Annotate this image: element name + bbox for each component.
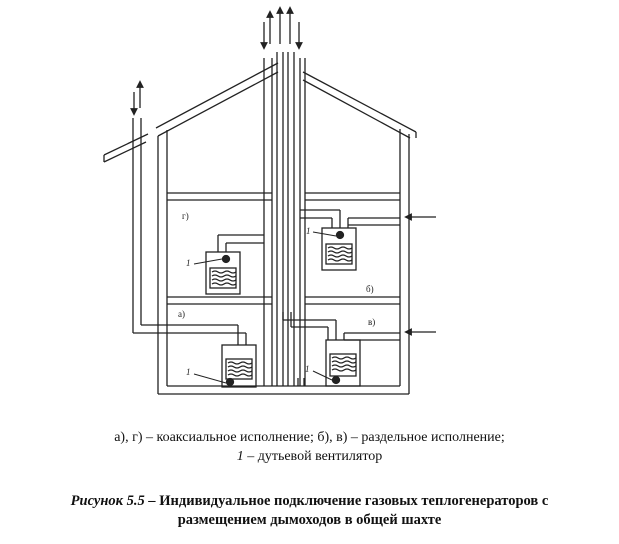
legend-fan-text: – дутьевой вентилятор <box>243 449 383 464</box>
caption-line-1: Рисунок 5.5 – Индивидуальное подключение… <box>0 492 619 511</box>
floor-slabs <box>167 192 400 305</box>
label-a: а) <box>178 309 185 319</box>
label-g: г) <box>182 211 189 221</box>
boiler-a <box>221 344 257 388</box>
caption-lead: Рисунок 5.5 – <box>70 493 156 509</box>
caption-text-1: Индивидуальное подключение газовых тепло… <box>155 493 549 509</box>
house-walls <box>157 129 410 395</box>
left-chimney <box>132 118 247 345</box>
roof <box>103 62 417 163</box>
branch-g <box>217 234 264 252</box>
fan-label-g: 1 <box>186 258 191 268</box>
legend-fan-number: 1 <box>236 449 244 464</box>
label-v: в) <box>368 317 375 327</box>
central-shaft <box>263 52 306 386</box>
figure-caption: Рисунок 5.5 – Индивидуальное подключение… <box>0 492 619 530</box>
fan-label-v: 1 <box>305 364 310 374</box>
branch-b <box>300 209 400 228</box>
legend: а), г) – коаксиальное исполнение; б), в)… <box>0 428 619 466</box>
caption-line-2: размещением дымоходов в общей шахте <box>177 512 442 528</box>
boiler-v <box>325 339 361 387</box>
flow-arrows <box>130 6 436 336</box>
label-b: б) <box>366 284 374 294</box>
house-diagram: г) а) б) в) 1 1 1 1 <box>103 6 436 395</box>
fan-label-b: 1 <box>306 226 311 236</box>
boiler-b <box>321 227 357 271</box>
legend-line-1: а), г) – коаксиальное исполнение; б), в)… <box>114 430 505 445</box>
fan-label-a: 1 <box>186 367 191 377</box>
boiler-g <box>205 251 241 295</box>
legend-line-2: 1 – дутьевой вентилятор <box>0 447 619 466</box>
